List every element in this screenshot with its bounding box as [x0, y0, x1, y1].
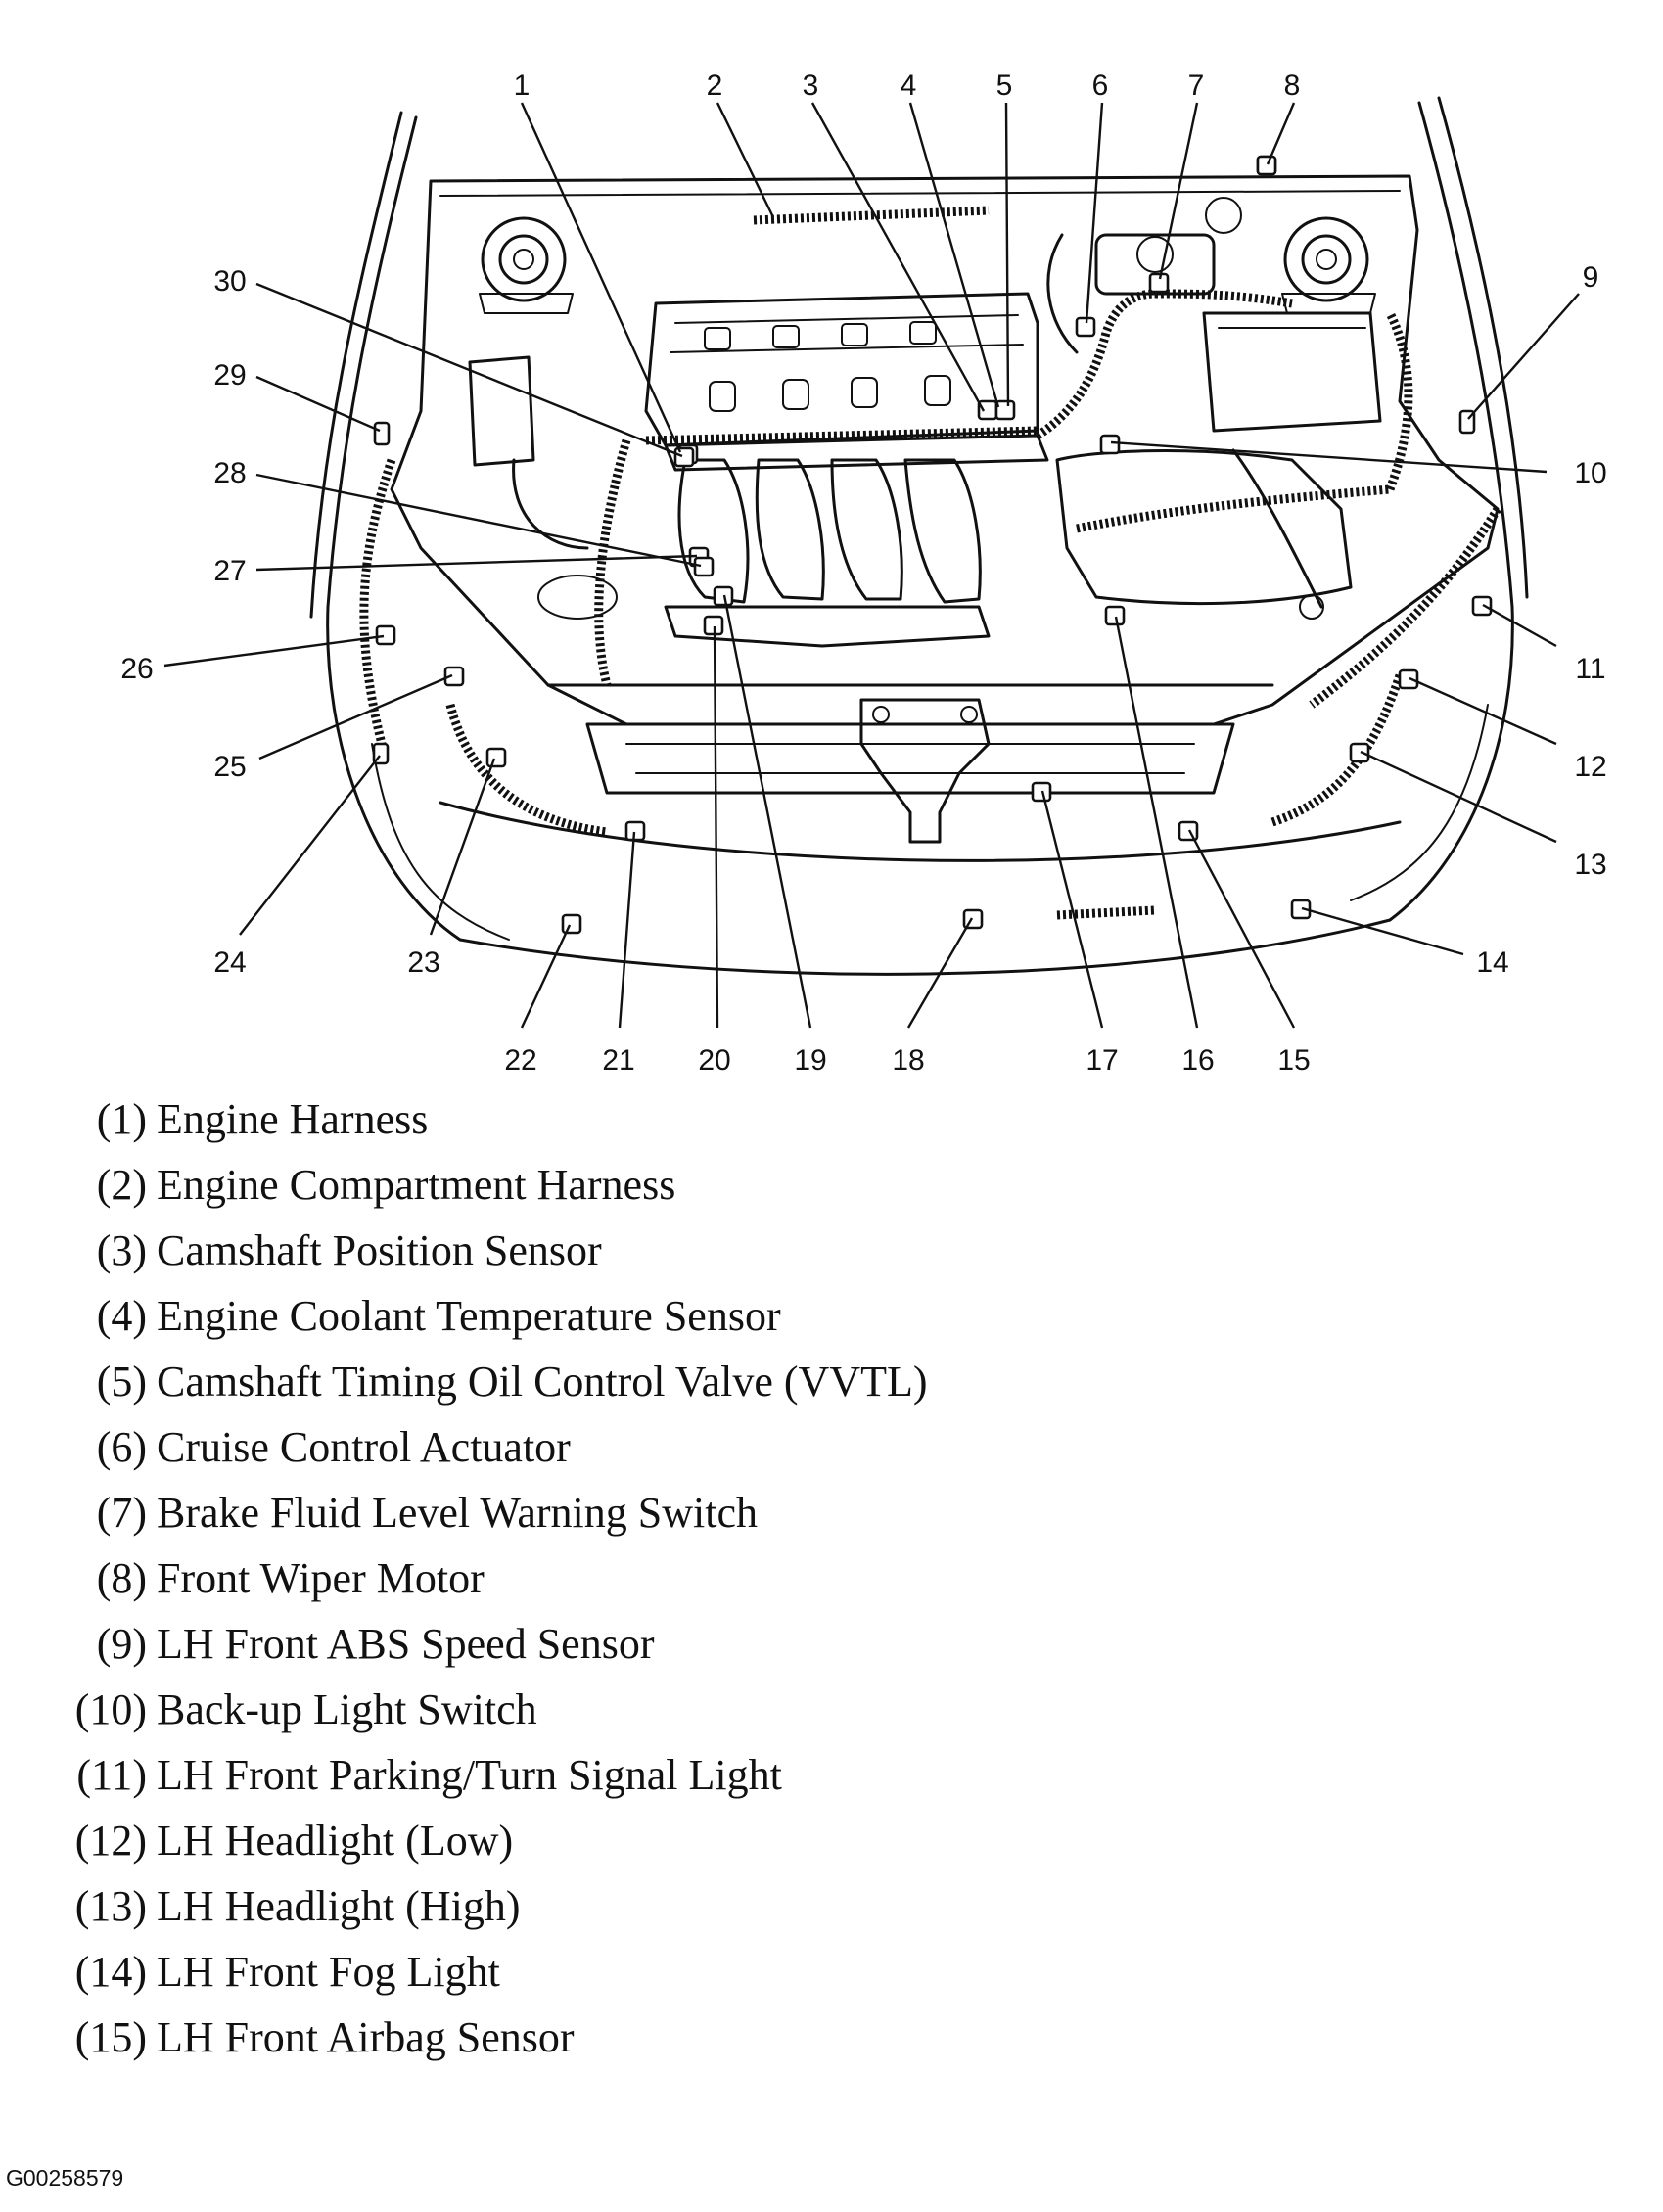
- leader-lines: [163, 102, 1580, 1029]
- legend-label: LH Front Fog Light: [157, 1948, 500, 1996]
- legend-item: (2) Engine Compartment Harness: [0, 1160, 1175, 1219]
- callout-30: 30: [213, 265, 246, 298]
- callout-8: 8: [1284, 69, 1301, 102]
- legend-item: (7) Brake Fluid Level Warning Switch: [0, 1488, 1175, 1546]
- callout-29: 29: [213, 359, 246, 392]
- callout-21: 21: [602, 1044, 634, 1077]
- legend-item: (11) LH Front Parking/Turn Signal Light: [0, 1750, 1175, 1809]
- legend-label: Back-up Light Switch: [157, 1685, 537, 1733]
- legend-item: (9) LH Front ABS Speed Sensor: [0, 1619, 1175, 1678]
- callout-23: 23: [407, 946, 439, 979]
- engine-compartment-diagram: 1 2 3 4 5 6 7 8 9 10 11 12 13 14 15 16 1…: [0, 0, 1663, 1086]
- callout-14: 14: [1476, 946, 1508, 979]
- callout-26: 26: [120, 653, 153, 685]
- legend-number: (11): [76, 1751, 147, 1799]
- legend-item: (6) Cruise Control Actuator: [0, 1422, 1175, 1481]
- callout-25: 25: [213, 751, 246, 783]
- legend-number: (2): [96, 1161, 147, 1209]
- legend-item: (15) LH Front Airbag Sensor: [0, 2012, 1175, 2071]
- legend-label: Brake Fluid Level Warning Switch: [157, 1489, 758, 1537]
- callout-9: 9: [1583, 261, 1599, 294]
- legend-label: Camshaft Position Sensor: [157, 1226, 602, 1274]
- legend-item: (4) Engine Coolant Temperature Sensor: [0, 1291, 1175, 1350]
- legend-item: (3) Camshaft Position Sensor: [0, 1225, 1175, 1284]
- engine-block: [644, 292, 1049, 648]
- wiring-harnesses: [359, 206, 1501, 920]
- legend-label: Front Wiper Motor: [157, 1554, 485, 1602]
- legend-number: (4): [96, 1292, 147, 1340]
- callout-11: 11: [1575, 653, 1605, 685]
- legend-item: (10) Back-up Light Switch: [0, 1684, 1175, 1743]
- callout-2: 2: [707, 69, 723, 102]
- legend-label: Engine Harness: [157, 1095, 429, 1143]
- callout-24: 24: [213, 946, 246, 979]
- legend-number: (7): [96, 1489, 147, 1537]
- strut-tower-right: [1281, 216, 1376, 314]
- callout-6: 6: [1092, 69, 1109, 102]
- air-cleaner: [1055, 311, 1382, 620]
- radiator-support: [546, 683, 1274, 844]
- callout-20: 20: [698, 1044, 730, 1077]
- legend-number: (1): [96, 1095, 147, 1143]
- callout-12: 12: [1574, 751, 1606, 783]
- legend-number: (3): [96, 1226, 147, 1274]
- legend-label: LH Headlight (High): [157, 1882, 521, 1930]
- callout-17: 17: [1086, 1044, 1118, 1077]
- callout-19: 19: [794, 1044, 826, 1077]
- callout-4: 4: [901, 69, 917, 102]
- connectors: [372, 155, 1493, 935]
- legend-label: Cruise Control Actuator: [157, 1423, 571, 1471]
- legend-number: (9): [96, 1620, 147, 1668]
- legend-label: LH Front Parking/Turn Signal Light: [157, 1751, 782, 1799]
- callout-22: 22: [504, 1044, 536, 1077]
- legend-number: (13): [74, 1882, 147, 1930]
- callout-18: 18: [892, 1044, 924, 1077]
- legend-number: (8): [96, 1554, 147, 1602]
- callout-1: 1: [514, 69, 531, 102]
- engine-compartment-drawing: 1 2 3 4 5 6 7 8 9 10 11 12 13 14 15 16 1…: [120, 69, 1606, 1077]
- coolant-reservoir: [468, 355, 618, 620]
- callout-3: 3: [803, 69, 819, 102]
- legend-item: (5) Camshaft Timing Oil Control Valve (V…: [0, 1357, 1175, 1415]
- callout-7: 7: [1188, 69, 1205, 102]
- legend-item: (14) LH Front Fog Light: [0, 1947, 1175, 2005]
- legend-label: LH Front Airbag Sensor: [157, 2013, 575, 2061]
- legend-number: (14): [74, 1948, 147, 1996]
- vehicle-body-outline: [309, 96, 1529, 976]
- legend-number: (5): [96, 1358, 147, 1406]
- legend-item: (1) Engine Harness: [0, 1094, 1175, 1153]
- legend-number: (6): [96, 1423, 147, 1471]
- legend-item: (12) LH Headlight (Low): [0, 1816, 1175, 1874]
- callout-numbers: 1 2 3 4 5 6 7 8 9 10 11 12 13 14 15 16 1…: [120, 69, 1606, 1077]
- callout-16: 16: [1181, 1044, 1214, 1077]
- legend-label: Engine Coolant Temperature Sensor: [157, 1292, 781, 1340]
- callout-13: 13: [1574, 849, 1606, 881]
- legend-label: LH Headlight (Low): [157, 1817, 514, 1865]
- strut-tower-left: [479, 216, 574, 314]
- figure-id: G00258579: [6, 2165, 124, 2190]
- legend-label: Camshaft Timing Oil Control Valve (VVTL): [157, 1358, 928, 1406]
- legend-number: (10): [74, 1685, 147, 1733]
- callout-15: 15: [1277, 1044, 1310, 1077]
- legend-item: (13) LH Headlight (High): [0, 1881, 1175, 1940]
- callout-5: 5: [996, 69, 1013, 102]
- legend-item: (8) Front Wiper Motor: [0, 1553, 1175, 1612]
- callout-28: 28: [213, 457, 246, 489]
- callout-10: 10: [1574, 457, 1606, 489]
- legend-number: (12): [74, 1817, 147, 1865]
- legend-number: (15): [74, 2013, 147, 2061]
- legend-label: Engine Compartment Harness: [157, 1161, 676, 1209]
- callout-27: 27: [213, 555, 246, 587]
- legend-label: LH Front ABS Speed Sensor: [157, 1620, 655, 1668]
